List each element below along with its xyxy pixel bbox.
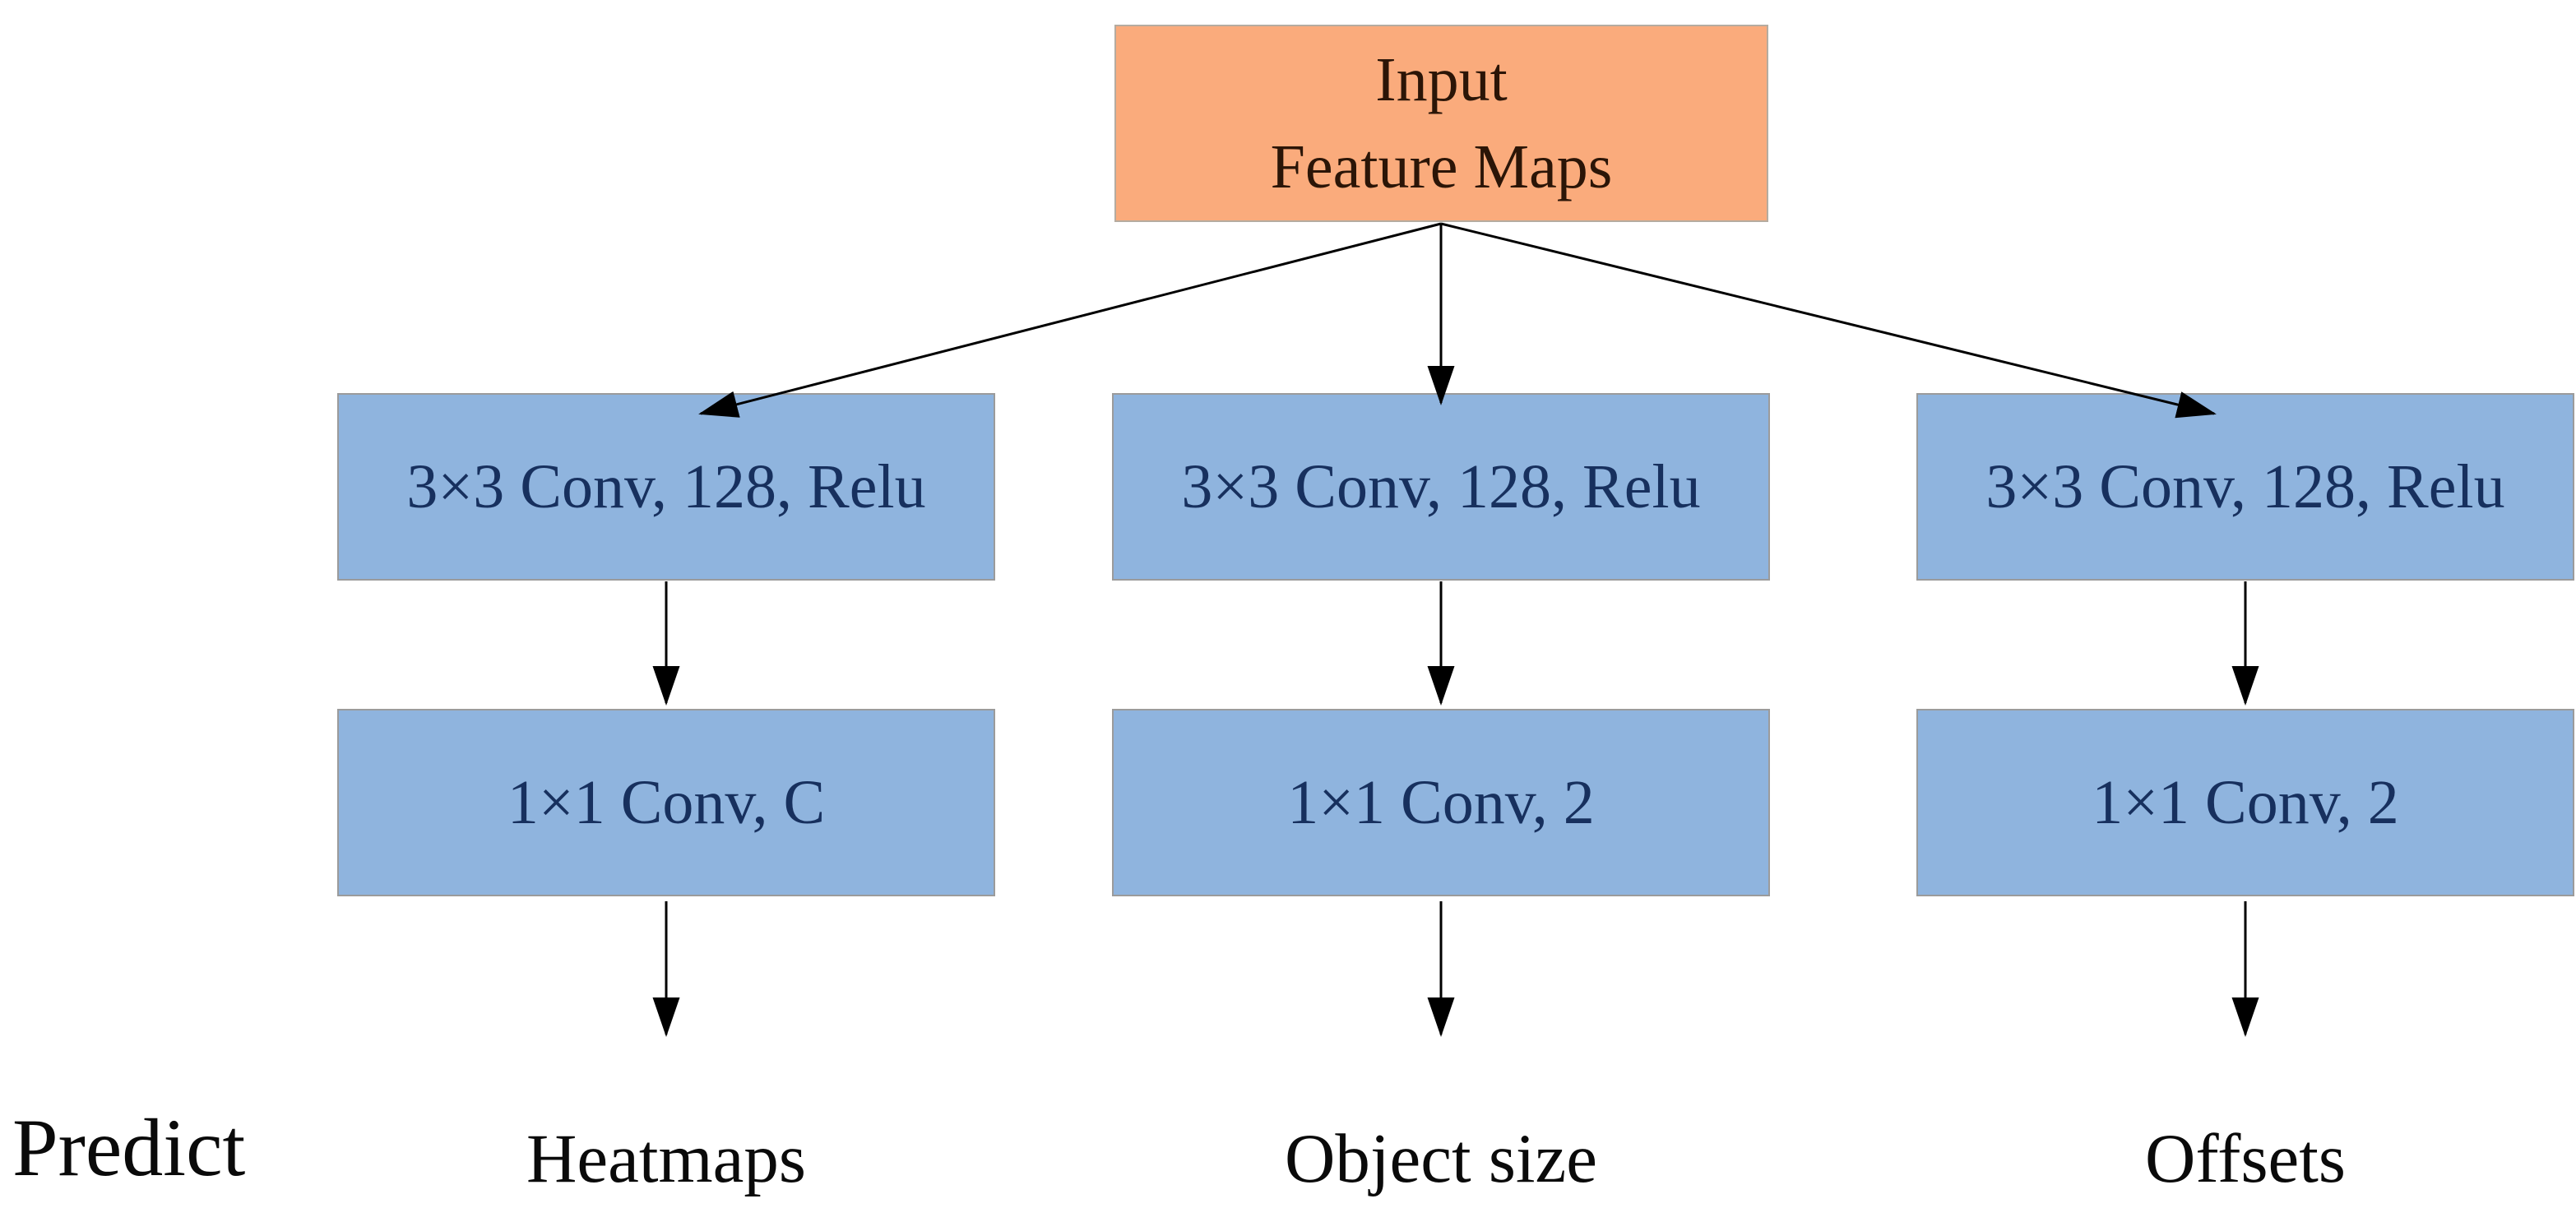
input-feature-maps-box: Input Feature Maps (1114, 25, 1768, 222)
arrow-input-to-offsets-branch (1440, 222, 2217, 419)
conv3x3-label-heatmaps: 3×3 Conv, 128, Relu (406, 451, 926, 521)
conv1x1-box-objectsize: 1×1 Conv, 2 (1112, 709, 1770, 896)
conv1x1-box-offsets: 1×1 Conv, 2 (1916, 709, 2574, 896)
conv3x3-box-offsets: 3×3 Conv, 128, Relu (1916, 393, 2574, 581)
conv3x3-label-objectsize: 3×3 Conv, 128, Relu (1181, 451, 1701, 521)
predict-caption: Predict (12, 1102, 246, 1193)
output-label-heatmaps: Heatmaps (526, 1120, 806, 1197)
conv3x3-box-objectsize: 3×3 Conv, 128, Relu (1112, 393, 1770, 581)
output-label-objectsize: Object size (1285, 1120, 1597, 1197)
conv1x1-label-heatmaps: 1×1 Conv, C (507, 767, 826, 837)
input-box-line2: Feature Maps (1270, 132, 1613, 201)
conv3x3-label-offsets: 3×3 Conv, 128, Relu (1985, 451, 2505, 521)
input-box-line1: Input (1375, 45, 1508, 114)
output-label-offsets: Offsets (2145, 1120, 2346, 1197)
conv1x1-label-objectsize: 1×1 Conv, 2 (1287, 767, 1595, 837)
conv3x3-box-heatmaps: 3×3 Conv, 128, Relu (337, 393, 995, 581)
conv1x1-box-heatmaps: 1×1 Conv, C (337, 709, 995, 896)
conv1x1-label-offsets: 1×1 Conv, 2 (2092, 767, 2399, 837)
arrow-input-to-heatmaps-branch (698, 222, 1442, 418)
